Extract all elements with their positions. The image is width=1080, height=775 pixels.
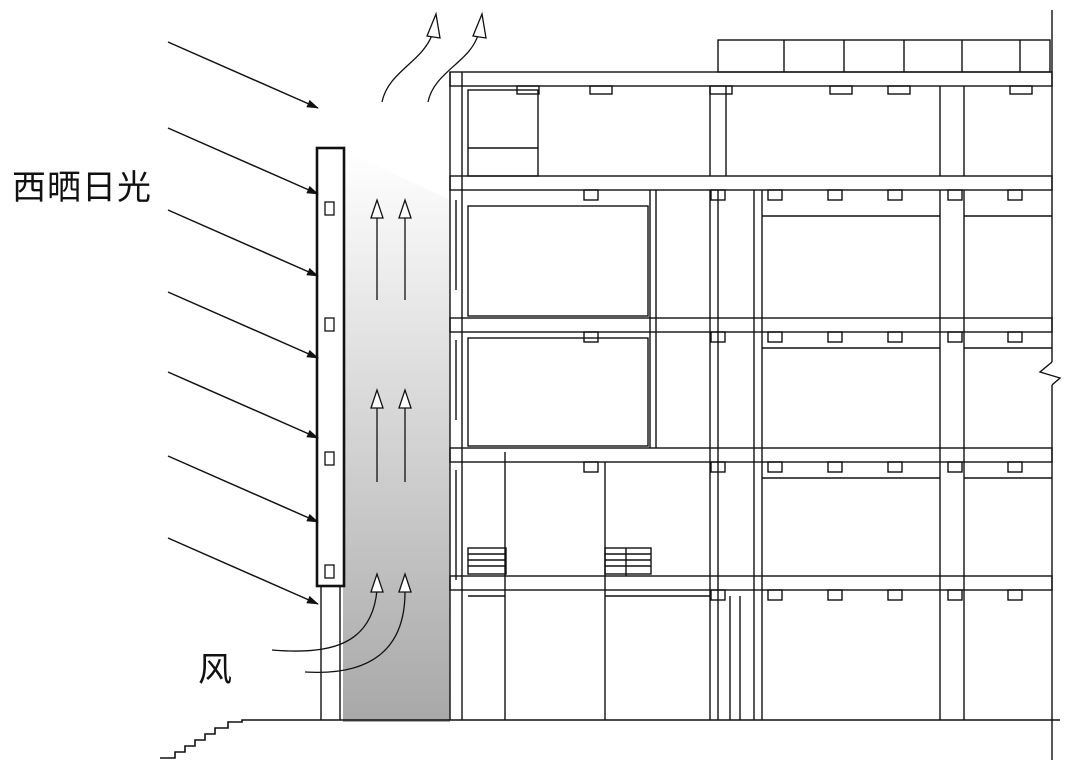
wind-label: 风 [198, 650, 232, 690]
sun-ray [167, 209, 319, 277]
sun-ray [167, 291, 319, 359]
sun-rays [167, 41, 319, 605]
sun-ray [167, 537, 319, 605]
exhaust-flows [381, 11, 487, 103]
ground [160, 719, 1060, 759]
sun-ray [167, 455, 319, 523]
updraft-arrows [370, 197, 412, 482]
wind-inflow [271, 571, 412, 674]
sun-ray [167, 41, 319, 109]
airflow-cavity [343, 150, 450, 722]
slab-beams [516, 85, 1033, 601]
panel-support-post [320, 586, 341, 720]
sun-ray [167, 371, 319, 439]
shading-panel [315, 146, 346, 588]
west-sunlight-label: 西晒日光 [12, 168, 152, 208]
sun-ray [167, 127, 319, 195]
building-section [449, 10, 1062, 760]
